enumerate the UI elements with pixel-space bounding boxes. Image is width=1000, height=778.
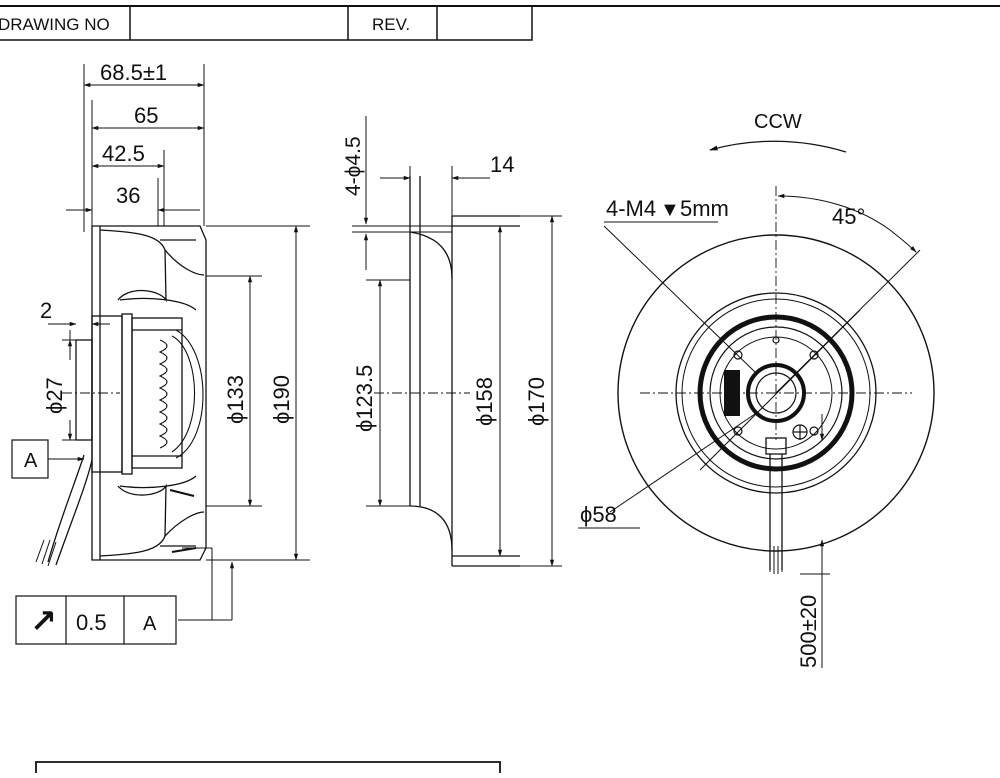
- dim-phi-158: ϕ158: [472, 377, 497, 426]
- tolerance-datum: A: [143, 613, 157, 635]
- dim-36: 36: [116, 183, 140, 208]
- section-view-dimensions: [363, 116, 562, 567]
- dim-2: 2: [40, 298, 52, 323]
- dim-14: 14: [490, 152, 514, 177]
- dim-65: 65: [134, 103, 158, 128]
- dim-phi-133: ϕ133: [223, 375, 248, 424]
- cable-length: 500±20: [796, 595, 821, 668]
- dim-68-5: 68.5±1: [100, 60, 167, 85]
- dim-phi-27: ϕ27: [42, 377, 67, 414]
- dim-phi-190: ϕ190: [269, 375, 294, 424]
- side-view-dimensions: [11, 64, 310, 645]
- angle-45: 45°: [832, 204, 865, 229]
- dim-phi-58: ϕ58: [580, 502, 617, 527]
- section-view: [352, 176, 520, 567]
- thread-depth: 5mm: [680, 196, 729, 221]
- dim-4-phi-4-5: 4-ϕ4.5: [342, 136, 365, 196]
- dim-42-5: 42.5: [102, 141, 145, 166]
- rev-label: REV.: [372, 15, 410, 34]
- runout-symbol: ↗: [30, 603, 57, 639]
- front-view: [603, 140, 935, 668]
- dim-phi-123-5: ϕ123.5: [352, 365, 377, 432]
- side-view-labels: 68.5±1 65 42.5 36 2 ϕ27 ϕ133 ϕ190 A ↗ 0.…: [24, 60, 294, 639]
- dim-phi-170: ϕ170: [524, 377, 549, 426]
- datum-a-label: A: [24, 450, 38, 472]
- section-view-labels: 4-ϕ4.5 14 ϕ123.5 ϕ158 ϕ170: [342, 136, 549, 432]
- tolerance-value: 0.5: [76, 610, 107, 635]
- counterbore-depth-icon: ▼: [660, 199, 680, 221]
- lower-frame: [35, 761, 501, 773]
- thread-note: 4-M4: [606, 196, 656, 221]
- drawing-no-label: DRAWING NO: [0, 15, 110, 34]
- front-view-labels: CCW 4-M4 ▼ 5mm 45° ϕ58 500±20: [578, 111, 865, 668]
- rotation-ccw-label: CCW: [754, 111, 802, 133]
- side-view: [35, 225, 207, 567]
- title-block: DRAWING NO REV.: [0, 5, 1000, 41]
